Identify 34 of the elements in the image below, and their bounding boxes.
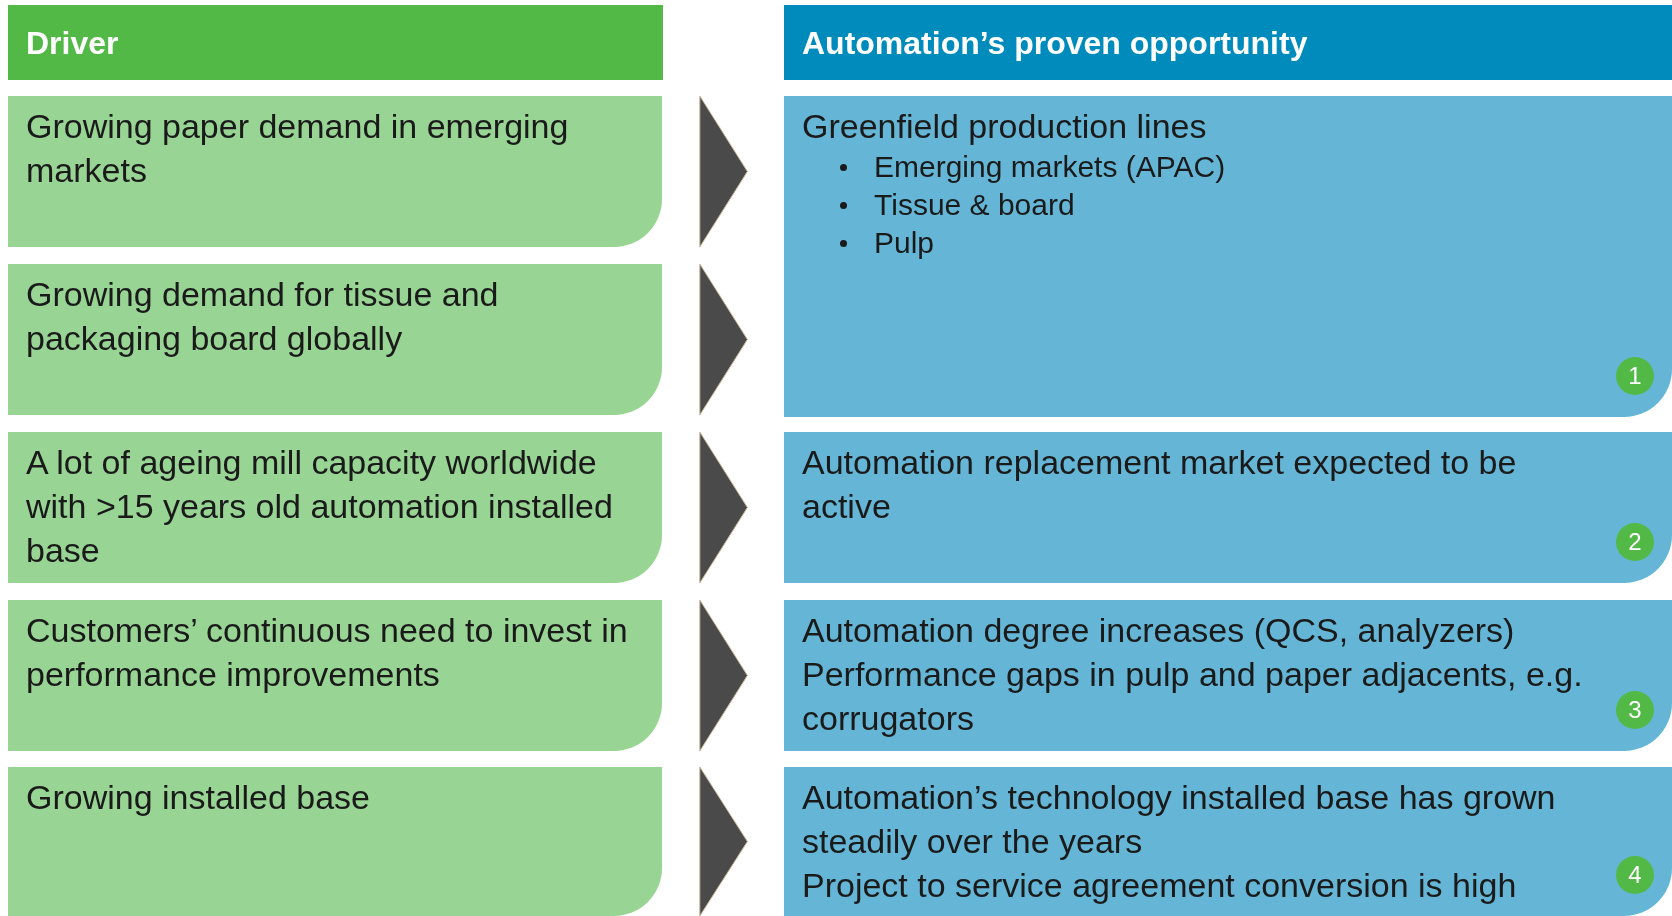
driver-card bbox=[8, 96, 662, 247]
column-header: Driver bbox=[8, 5, 663, 80]
opportunity-text: Automation’s technology installed base has grown steadily over the years bbox=[802, 777, 1557, 862]
driver-card bbox=[8, 264, 662, 415]
opportunity-card bbox=[784, 767, 1672, 916]
opportunity-card bbox=[784, 432, 1672, 583]
chevron-arrow bbox=[699, 263, 748, 416]
number-badge: 4 bbox=[1616, 856, 1654, 894]
number-badge: 2 bbox=[1616, 523, 1654, 561]
opportunity-text: Automation replacement market expected to be active bbox=[802, 442, 1518, 527]
opportunity-card bbox=[784, 96, 1672, 417]
driver-text: Growing installed base bbox=[26, 777, 371, 818]
chevron-arrow bbox=[699, 431, 748, 584]
number-badge: 1 bbox=[1616, 357, 1654, 395]
column-header: Automation’s proven opportunity bbox=[784, 5, 1672, 80]
driver-text: Growing demand for tissue and packaging board globally bbox=[26, 274, 500, 359]
bullet-text: Tissue & board bbox=[874, 187, 1075, 223]
driver-card bbox=[8, 600, 662, 751]
opportunity-card bbox=[784, 600, 1672, 751]
bullet-text: Pulp bbox=[874, 225, 935, 261]
driver-card bbox=[8, 767, 662, 916]
bullet-text: Emerging markets (APAC) bbox=[874, 149, 1226, 185]
driver-text: Customers’ continuous need to invest in performance improvements bbox=[26, 610, 629, 695]
chevron-arrow bbox=[699, 766, 748, 916]
opportunity-text: Project to service agreement conversion is high bbox=[802, 865, 1518, 906]
number-badge: 3 bbox=[1616, 691, 1654, 729]
driver-text: A lot of ageing mill capacity worldwide with >15 years old automation installed base bbox=[26, 442, 614, 571]
opportunity-text: Performance gaps in pulp and paper adjacents, e.g. corrugators bbox=[802, 654, 1584, 739]
opportunity-text: Automation degree increases (QCS, analyzers) bbox=[802, 610, 1516, 651]
chevron-arrow bbox=[699, 599, 748, 752]
driver-text: Growing paper demand in emerging markets bbox=[26, 106, 570, 191]
opportunity-text: Greenfield production lines bbox=[802, 106, 1208, 147]
chevron-arrow bbox=[699, 95, 748, 248]
driver-card bbox=[8, 432, 662, 583]
